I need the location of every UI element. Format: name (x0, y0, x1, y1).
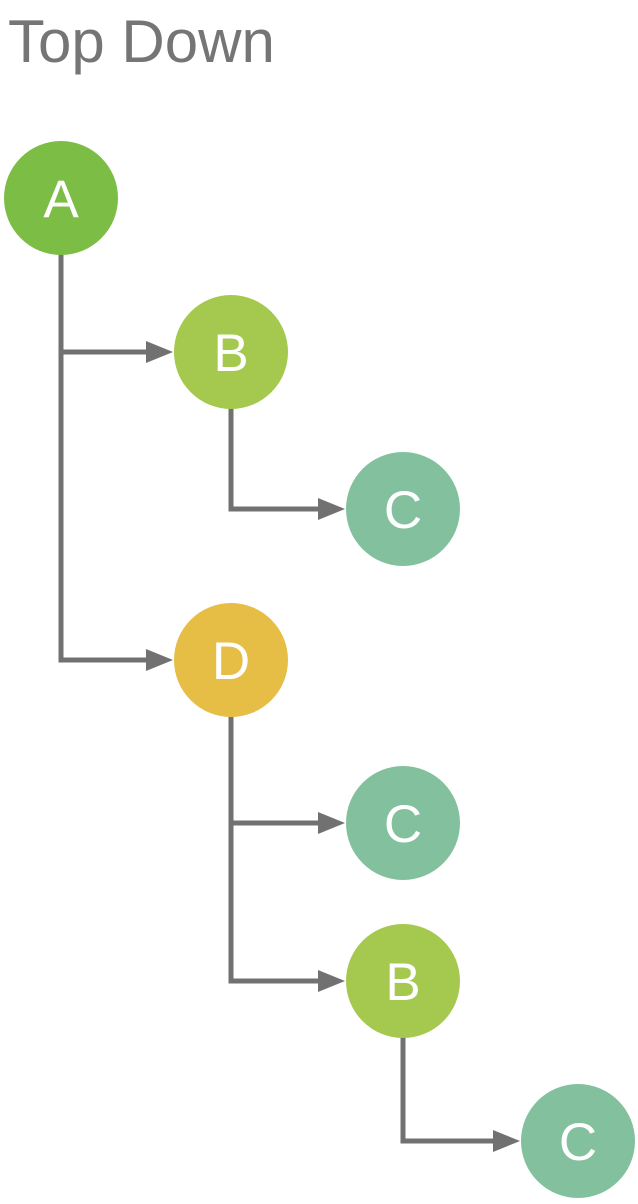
tree-node-c3[interactable]: C (521, 1084, 635, 1198)
node-circle-d (174, 603, 288, 717)
tree-node-b2[interactable]: B (346, 924, 460, 1038)
arrowhead-icon-a-b1 (146, 341, 173, 363)
arrowhead-icon-d-b2 (318, 970, 345, 992)
node-label-b2: B (385, 953, 420, 1012)
node-label-b1: B (213, 324, 248, 383)
arrowhead-icon-b2-c3 (493, 1130, 520, 1152)
node-circle-a (4, 141, 118, 255)
tree-node-d[interactable]: D (174, 603, 288, 717)
tree-node-b1[interactable]: B (174, 295, 288, 409)
edge-a-b1 (58, 253, 149, 355)
diagram-title: Top Down (8, 8, 275, 75)
node-label-c3: C (559, 1113, 597, 1172)
edge-d-b2 (228, 715, 321, 984)
node-circle-b1 (174, 295, 288, 409)
node-circle-c3 (521, 1084, 635, 1198)
edge-a-d (58, 253, 149, 663)
tree-node-a[interactable]: A (4, 141, 118, 255)
node-circle-c2 (346, 766, 460, 880)
tree-node-c1[interactable]: C (346, 452, 460, 566)
edge-b1-c1 (228, 407, 321, 512)
node-label-d: D (212, 632, 250, 691)
arrowhead-icon-b1-c1 (318, 498, 345, 520)
node-label-c2: C (384, 795, 422, 854)
edge-d-c2 (228, 715, 321, 826)
arrowhead-icon-a-d (146, 649, 173, 671)
node-circle-b2 (346, 924, 460, 1038)
arrowhead-icon-d-c2 (318, 812, 345, 834)
tree-node-c2[interactable]: C (346, 766, 460, 880)
edge-b2-c3 (400, 1036, 496, 1144)
node-label-c1: C (384, 481, 422, 540)
node-circle-c1 (346, 452, 460, 566)
node-label-a: A (43, 170, 79, 229)
